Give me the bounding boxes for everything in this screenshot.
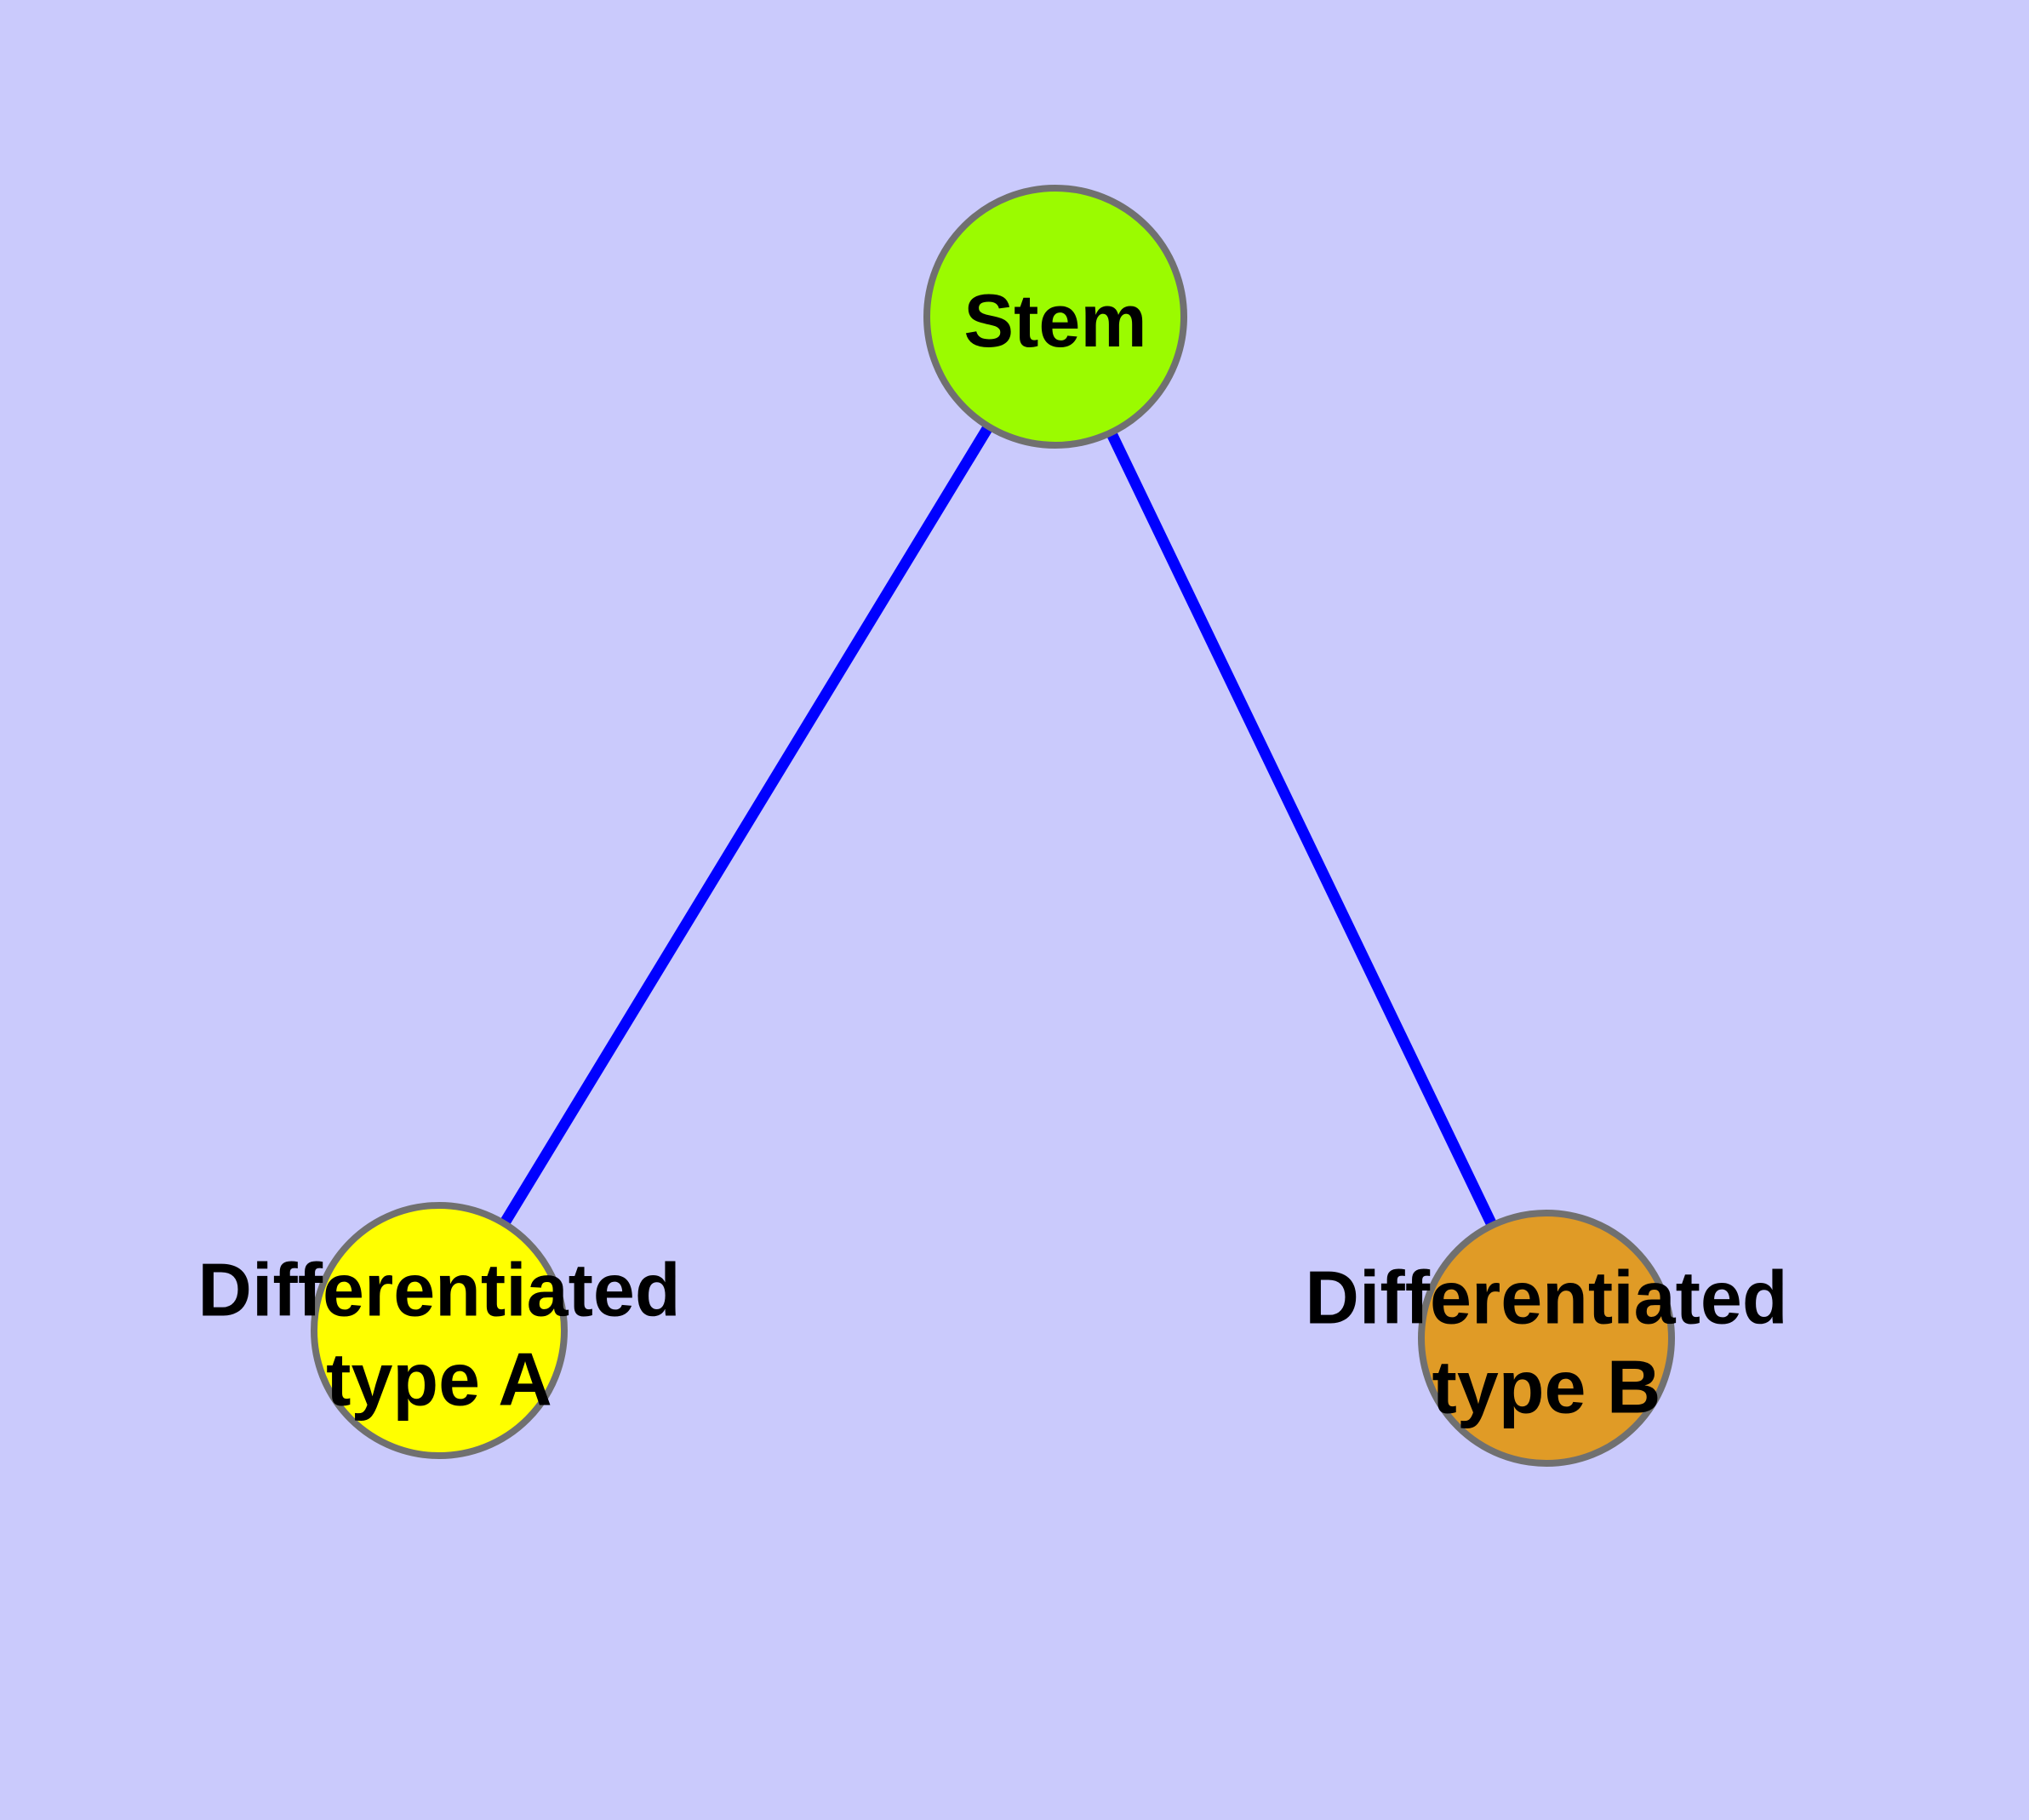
node-differentiated-type-b-circle <box>1418 1210 1675 1467</box>
node-type-a-label-line-2: type A <box>326 1337 552 1422</box>
node-differentiated-type-a-circle <box>311 1202 568 1459</box>
node-type-a-label-line-1: Differentiated <box>197 1248 680 1332</box>
node-type-b-label-line-2: type B <box>1432 1345 1661 1429</box>
edge-stem-to-type-a <box>434 313 1060 1334</box>
node-stem-circle <box>923 185 1187 449</box>
node-type-b-label-line-1: Differentiated <box>1305 1256 1787 1340</box>
edge-stem-to-type-b <box>1050 314 1552 1341</box>
node-stem-label-line-1: Stem <box>963 278 1146 363</box>
node-stem: Stem <box>923 185 1187 449</box>
node-stem-label: Stem <box>963 278 1146 363</box>
